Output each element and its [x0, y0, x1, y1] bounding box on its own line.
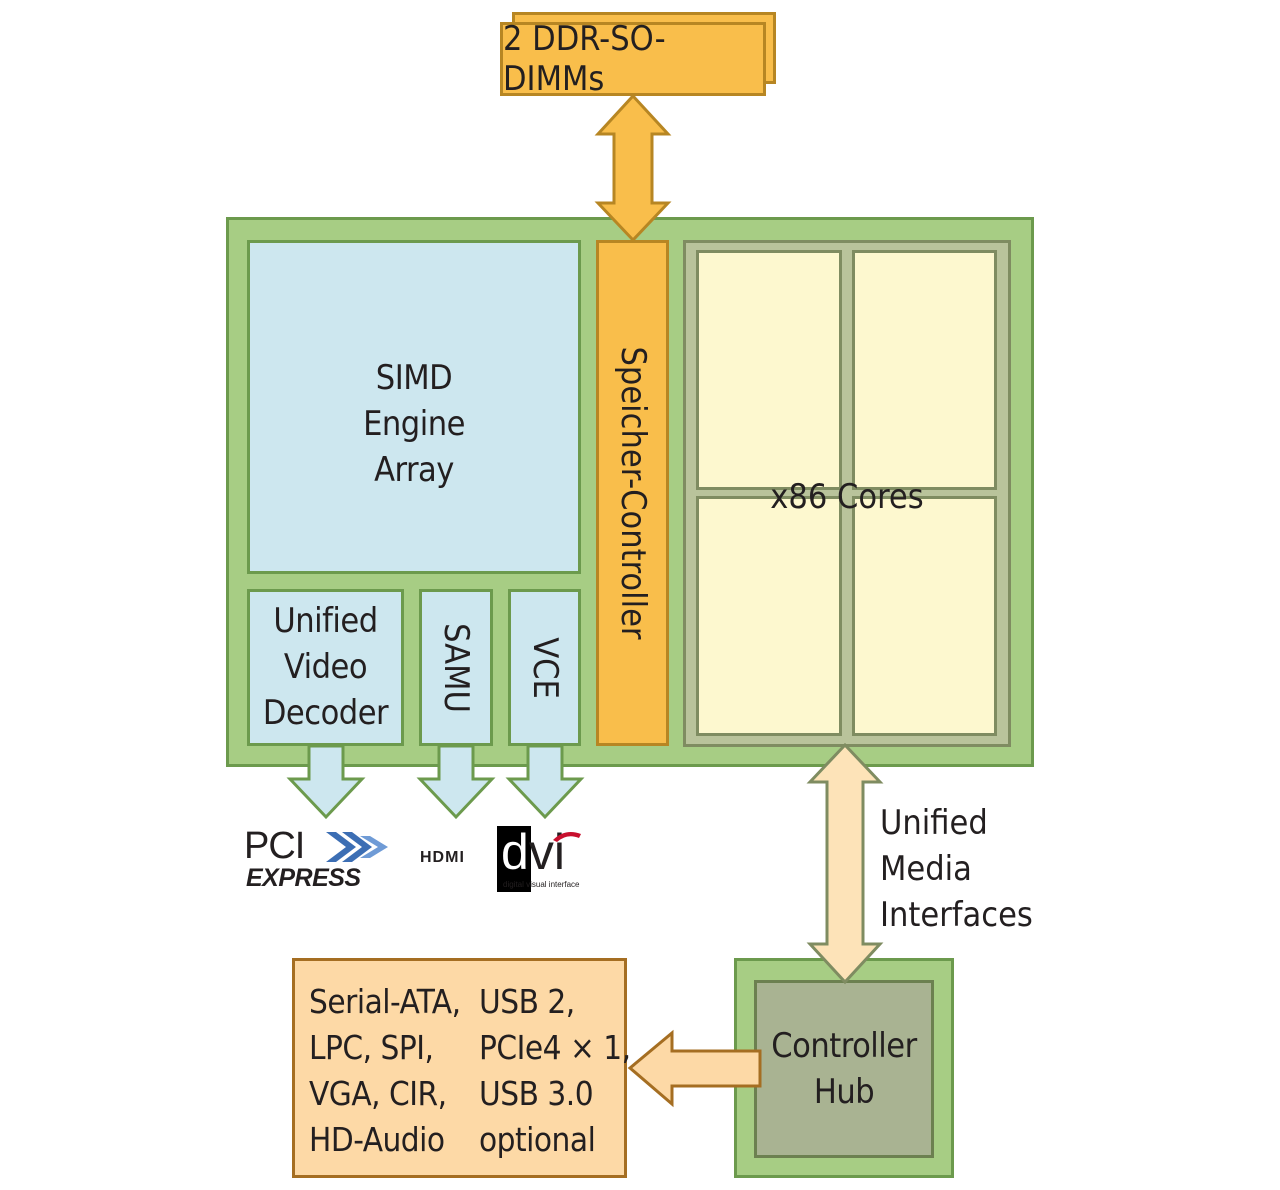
simd-engine-array-block: SIMD Engine Array	[247, 240, 581, 574]
x86-core	[696, 496, 842, 736]
vce-label: VCE	[524, 636, 565, 699]
uvd-label-line: Unified	[273, 601, 378, 641]
pci-express-text: EXPRESS	[246, 864, 361, 892]
samu-label: SAMU	[436, 622, 476, 713]
uvd-label-line: Decoder	[262, 693, 389, 733]
x86-core	[852, 250, 997, 490]
dvi-letter-d: d	[501, 824, 529, 880]
dvi-logo-text: dvi	[501, 824, 565, 880]
simd-label: SIMD Engine Array	[250, 355, 578, 493]
io-item: VGA, CIR,	[309, 1074, 447, 1113]
dimm-label: 2 DDR-SO-DIMMs	[503, 19, 666, 99]
umi-link-arrow	[806, 742, 884, 985]
vce-block: VCE	[508, 589, 581, 746]
uvd-label: Unified Video Decoder	[250, 598, 401, 736]
controller-hub-block: Controller Hub	[754, 980, 934, 1158]
io-item: USB 3.0	[479, 1074, 594, 1113]
hub-label-line: Controller	[771, 1026, 917, 1066]
simd-label-line: Array	[374, 450, 454, 490]
io-item: USB 2,	[479, 982, 575, 1021]
dvi-logo: dvi digital visual interface	[497, 824, 597, 892]
uvd-label-line: Video	[283, 647, 368, 687]
x86-cores-label: x86 Cores	[770, 477, 924, 517]
umi-label-line: Interfaces	[880, 895, 1033, 935]
x86-core	[696, 250, 842, 490]
pci-logo-text: PCI	[244, 825, 305, 867]
umi-label-line: Unified	[880, 803, 988, 843]
dvi-logo-block	[497, 826, 531, 892]
dvi-subtitle: digital visual interface	[503, 880, 580, 889]
dimm-module: 2 DDR-SO-DIMMs	[500, 19, 766, 99]
umi-label-line: Media	[880, 849, 972, 889]
dvi-swoosh-icon	[553, 832, 581, 842]
hdmi-logo: HDMI	[420, 849, 465, 866]
io-column-left: Serial-ATA, LPC, SPI, VGA, CIR, HD-Audio	[309, 979, 461, 1163]
pci-chevron-icon	[326, 832, 388, 862]
unified-video-decoder-block: Unified Video Decoder	[247, 589, 404, 746]
hub-label: Controller Hub	[757, 1023, 931, 1115]
memory-controller-block: Speicher-Controller	[596, 240, 669, 746]
samu-block: SAMU	[419, 589, 493, 746]
dvi-letters: vi	[528, 824, 565, 880]
pci-express-logo: PCI EXPRESS	[244, 825, 414, 892]
io-interfaces-box: Serial-ATA, LPC, SPI, VGA, CIR, HD-Audio…	[292, 958, 631, 1178]
memory-controller-label: Speicher-Controller	[612, 346, 653, 640]
io-item: LPC, SPI,	[309, 1028, 434, 1067]
simd-label-line: Engine	[363, 404, 465, 444]
io-item: HD-Audio	[309, 1120, 445, 1159]
io-item: Serial-ATA,	[309, 982, 461, 1021]
io-item: optional	[479, 1120, 596, 1159]
io-column-right: USB 2, PCIe4 × 1, USB 3.0 optional	[479, 979, 631, 1163]
x86-core	[852, 496, 997, 736]
simd-label-line: SIMD	[375, 358, 453, 398]
umi-label: Unified Media Interfaces	[880, 800, 1033, 938]
io-item: PCIe4 × 1,	[479, 1028, 631, 1067]
hub-label-line: Hub	[813, 1072, 875, 1112]
